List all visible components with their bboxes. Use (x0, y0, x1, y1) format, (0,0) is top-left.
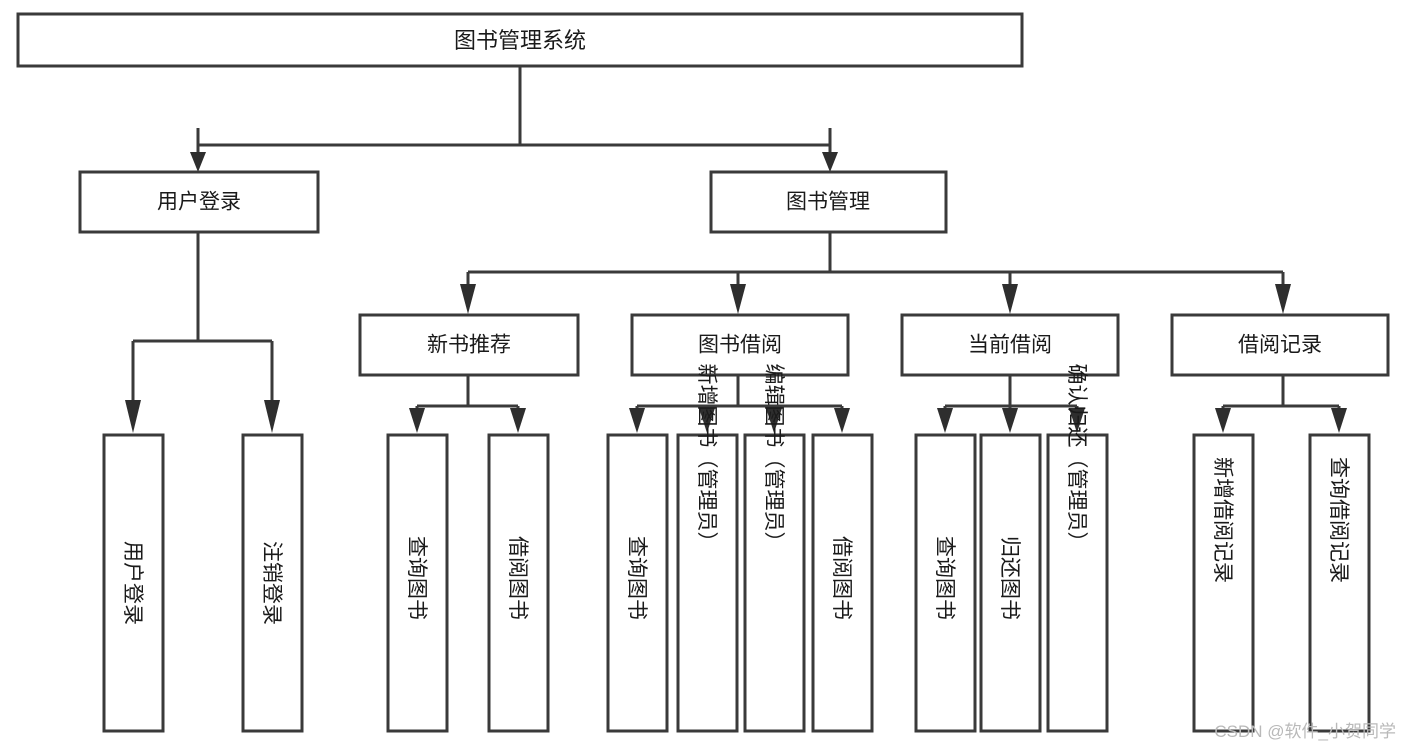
leaf-current-borrow-1[interactable]: 归还图书 (979, 433, 1042, 733)
arrow-head-user-login (190, 152, 206, 172)
connector-borrow-record-to-leaves (1215, 375, 1347, 433)
leaf-user-login-0-label: 用户登录 (121, 541, 144, 625)
arrow-head-l3-3 (1002, 284, 1018, 314)
arrow-head-br-leaf-1 (1215, 408, 1231, 433)
leaf-current-borrow-1-box (979, 433, 1042, 733)
leaf-new-book-1-label: 借阅图书 (506, 536, 529, 620)
leaf-current-borrow-0-box (914, 433, 977, 733)
arrow-head-bb-leaf-4 (834, 408, 850, 433)
arrow-head-ul-leaf-1 (125, 400, 141, 433)
node-borrow-record[interactable]: 借阅记录 (1170, 313, 1390, 377)
node-current-borrow-box (900, 313, 1120, 377)
node-book-borrow[interactable]: 图书借阅 (630, 313, 850, 377)
leaf-current-borrow-2-box (1046, 433, 1109, 733)
node-borrow-record-box (1170, 313, 1390, 377)
leaf-book-borrow-3-box (811, 433, 874, 733)
node-user-login[interactable]: 用户登录 (78, 170, 320, 234)
leaf-current-borrow-2-label: 确认归还（管理员） (1065, 364, 1088, 553)
leaf-current-borrow-0-label: 查询图书 (933, 536, 956, 620)
leaf-borrow-record-1[interactable]: 查询借阅记录 (1308, 433, 1371, 733)
leaf-new-book-0[interactable]: 查询图书 (386, 433, 449, 733)
connector-book-manage-to-level3 (460, 232, 1291, 314)
node-new-book-recommend-label: 新书推荐 (427, 334, 511, 357)
leaf-borrow-record-1-label: 查询借阅记录 (1327, 457, 1350, 583)
connector-new-book-to-leaves (409, 375, 526, 433)
node-book-manage[interactable]: 图书管理 (709, 170, 948, 234)
node-new-book-recommend-box (358, 313, 580, 377)
connector-user-login-to-leaves (125, 232, 280, 433)
node-borrow-record-label: 借阅记录 (1238, 334, 1322, 357)
arrow-head-l3-1 (460, 284, 476, 314)
leaf-borrow-record-1-box (1308, 433, 1371, 733)
node-root-label: 图书管理系统 (454, 28, 586, 53)
leaf-book-borrow-1-label: 新增图书（管理员） (695, 364, 718, 553)
leaf-current-borrow-0[interactable]: 查询图书 (914, 433, 977, 733)
leaf-book-borrow-0-box (606, 433, 669, 733)
node-book-manage-label: 图书管理 (786, 191, 870, 214)
connector-book-borrow-to-leaves (629, 375, 850, 433)
arrow-head-cb-leaf-3 (1069, 408, 1085, 433)
leaf-user-login-1-box (241, 433, 304, 733)
leaf-user-login-0-box (102, 433, 165, 733)
node-book-manage-box (709, 170, 948, 234)
leaf-book-borrow-3[interactable]: 借阅图书 (811, 433, 874, 733)
leaf-user-login-0[interactable]: 用户登录 (102, 433, 165, 733)
leaf-new-book-1[interactable]: 借阅图书 (487, 433, 550, 733)
node-root-library-system[interactable]: 图书管理系统 (16, 12, 1024, 68)
leaf-book-borrow-1-box (676, 433, 739, 733)
arrow-head-ul-leaf-2 (264, 400, 280, 433)
leaf-current-borrow-1-label: 归还图书 (998, 536, 1021, 620)
node-user-login-box (78, 170, 320, 234)
leaf-book-borrow-0[interactable]: 查询图书 (606, 433, 669, 733)
leaf-book-borrow-2-label: 编辑图书（管理员） (762, 364, 785, 553)
leaf-new-book-1-box (487, 433, 550, 733)
leaf-current-borrow-2[interactable]: 确认归还（管理员） (1046, 364, 1109, 733)
leaf-book-borrow-2-box (743, 433, 806, 733)
arrow-head-bb-leaf-1 (629, 408, 645, 433)
arrow-head-br-leaf-2 (1331, 408, 1347, 433)
leaf-new-book-0-box (386, 433, 449, 733)
arrow-head-bb-leaf-3 (766, 408, 782, 433)
leaf-book-borrow-1[interactable]: 新增图书（管理员） (676, 364, 739, 733)
leaf-user-login-1-label: 注销登录 (260, 541, 283, 625)
leaf-new-book-0-label: 查询图书 (405, 536, 428, 620)
connector-current-borrow-to-leaves (937, 375, 1085, 433)
leaf-user-login-1[interactable]: 注销登录 (241, 433, 304, 733)
watermark-label: CSDN @软件_小贺同学 (1214, 722, 1396, 741)
leaf-book-borrow-3-label: 借阅图书 (830, 536, 853, 620)
leaf-book-borrow-2[interactable]: 编辑图书（管理员） (743, 364, 806, 733)
node-new-book-recommend[interactable]: 新书推荐 (358, 313, 580, 377)
arrow-head-bb-leaf-2 (699, 408, 715, 433)
leaf-borrow-record-0[interactable]: 新增借阅记录 (1192, 433, 1255, 733)
arrow-head-cb-leaf-2 (1002, 408, 1018, 433)
node-book-borrow-box (630, 313, 850, 377)
arrow-head-nb-leaf-2 (510, 408, 526, 433)
node-user-login-label: 用户登录 (157, 191, 241, 214)
node-current-borrow[interactable]: 当前借阅 (900, 313, 1120, 377)
connector-root-to-level2 (190, 66, 838, 172)
node-current-borrow-label: 当前借阅 (968, 334, 1052, 357)
node-book-borrow-label: 图书借阅 (698, 334, 782, 357)
leaf-borrow-record-0-label: 新增借阅记录 (1211, 457, 1234, 583)
arrow-head-l3-2 (730, 284, 746, 314)
leaf-borrow-record-0-box (1192, 433, 1255, 733)
arrow-head-cb-leaf-1 (937, 408, 953, 433)
leaf-book-borrow-0-label: 查询图书 (625, 536, 648, 620)
arrow-head-nb-leaf-1 (409, 408, 425, 433)
arrow-head-book-manage (822, 152, 838, 172)
node-root-box (16, 12, 1024, 68)
arrow-head-l3-4 (1275, 284, 1291, 314)
